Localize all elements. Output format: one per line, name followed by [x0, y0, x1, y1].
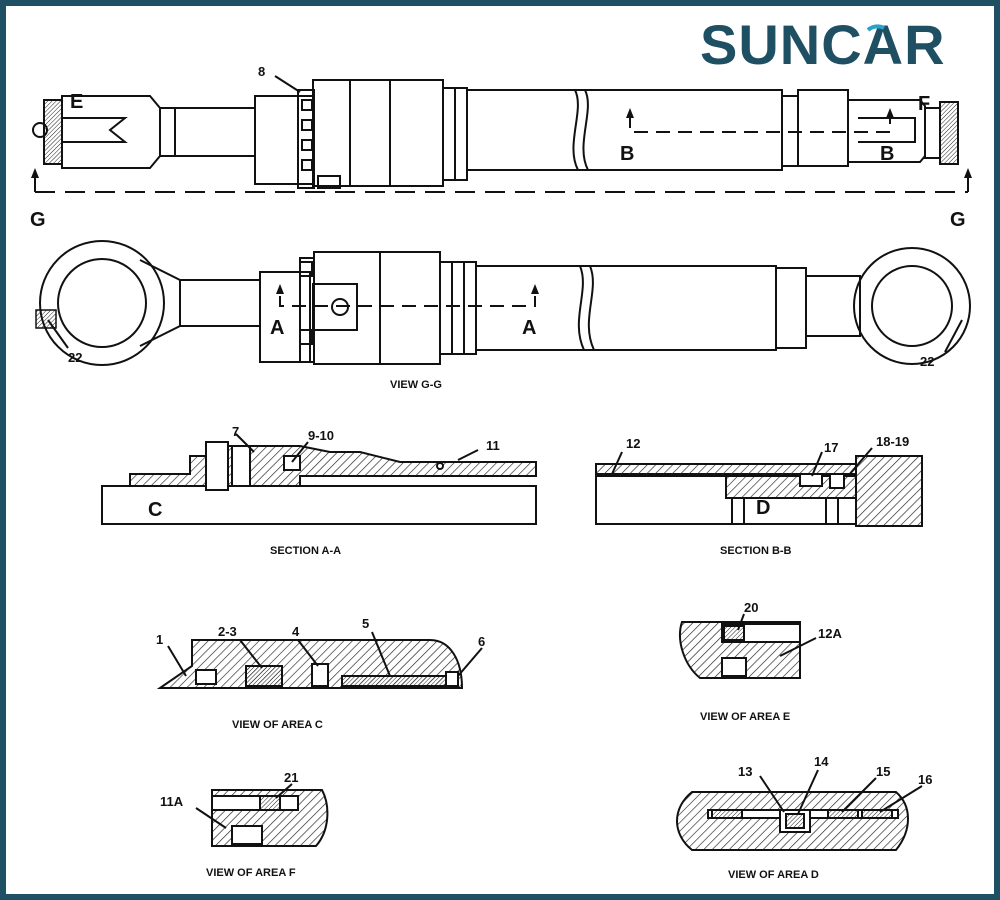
callout-13: 13	[738, 764, 752, 779]
callout-11: 11	[486, 438, 500, 453]
brand-logo: SUNCAR	[700, 13, 946, 76]
section-letter-f: F	[918, 93, 930, 115]
callout-4: 4	[292, 624, 300, 639]
callout-9-10: 9-10	[308, 428, 334, 443]
callout-12a: 12A	[818, 626, 842, 641]
callout-14: 14	[814, 754, 829, 769]
callout-20: 20	[744, 600, 758, 615]
brand-logo-text: SUNCAR	[700, 13, 946, 76]
area-letter-d: D	[756, 497, 770, 519]
callout-5: 5	[362, 616, 369, 631]
callout-21: 21	[284, 770, 298, 785]
callout-15: 15	[876, 764, 890, 779]
section-letter-b-right: B	[880, 143, 894, 165]
callout-11a: 11A	[160, 794, 184, 809]
caption-section-aa: SECTION A-A	[270, 545, 341, 557]
callout-2-3: 2-3	[218, 624, 237, 639]
top-view-arrows	[31, 108, 972, 178]
section-letter-b-left: B	[620, 143, 634, 165]
caption-section-bb: SECTION B-B	[720, 545, 792, 557]
callout-7: 7	[232, 424, 239, 439]
area-letter-c: C	[148, 499, 162, 521]
caption-view-gg: VIEW G-G	[390, 379, 442, 391]
top-view-drawing	[32, 75, 969, 193]
area-c-drawing	[156, 631, 483, 689]
caption-area-d: VIEW OF AREA D	[728, 869, 819, 881]
section-bb-drawing	[595, 447, 923, 527]
caption-area-e: VIEW OF AREA E	[700, 711, 790, 723]
caption-area-f: VIEW OF AREA F	[206, 867, 296, 879]
section-letter-e: E	[70, 91, 83, 113]
callout-12: 12	[626, 436, 640, 451]
callout-22-right: 22	[920, 354, 934, 369]
callout-18-19: 18-19	[876, 434, 909, 449]
section-letter-g-left: G	[30, 209, 46, 231]
logo-accent-arc	[866, 24, 885, 32]
area-e-drawing	[679, 613, 817, 679]
callout-17: 17	[824, 440, 838, 455]
callout-8: 8	[258, 64, 265, 79]
callout-6: 6	[478, 634, 485, 649]
callout-1: 1	[156, 632, 163, 647]
section-letter-g-right: G	[950, 209, 966, 231]
section-letter-a-right: A	[522, 317, 536, 339]
section-aa-drawing	[101, 433, 537, 525]
callout-16: 16	[918, 772, 932, 787]
view-gg-drawing	[39, 240, 971, 366]
area-f-drawing	[195, 783, 329, 847]
caption-area-c: VIEW OF AREA C	[232, 719, 323, 731]
view-gg-arrows	[276, 284, 539, 294]
section-letter-a-left: A	[270, 317, 284, 339]
area-d-drawing	[676, 769, 923, 851]
callout-22-left: 22	[68, 350, 82, 365]
view-gg-fittings	[35, 309, 57, 329]
